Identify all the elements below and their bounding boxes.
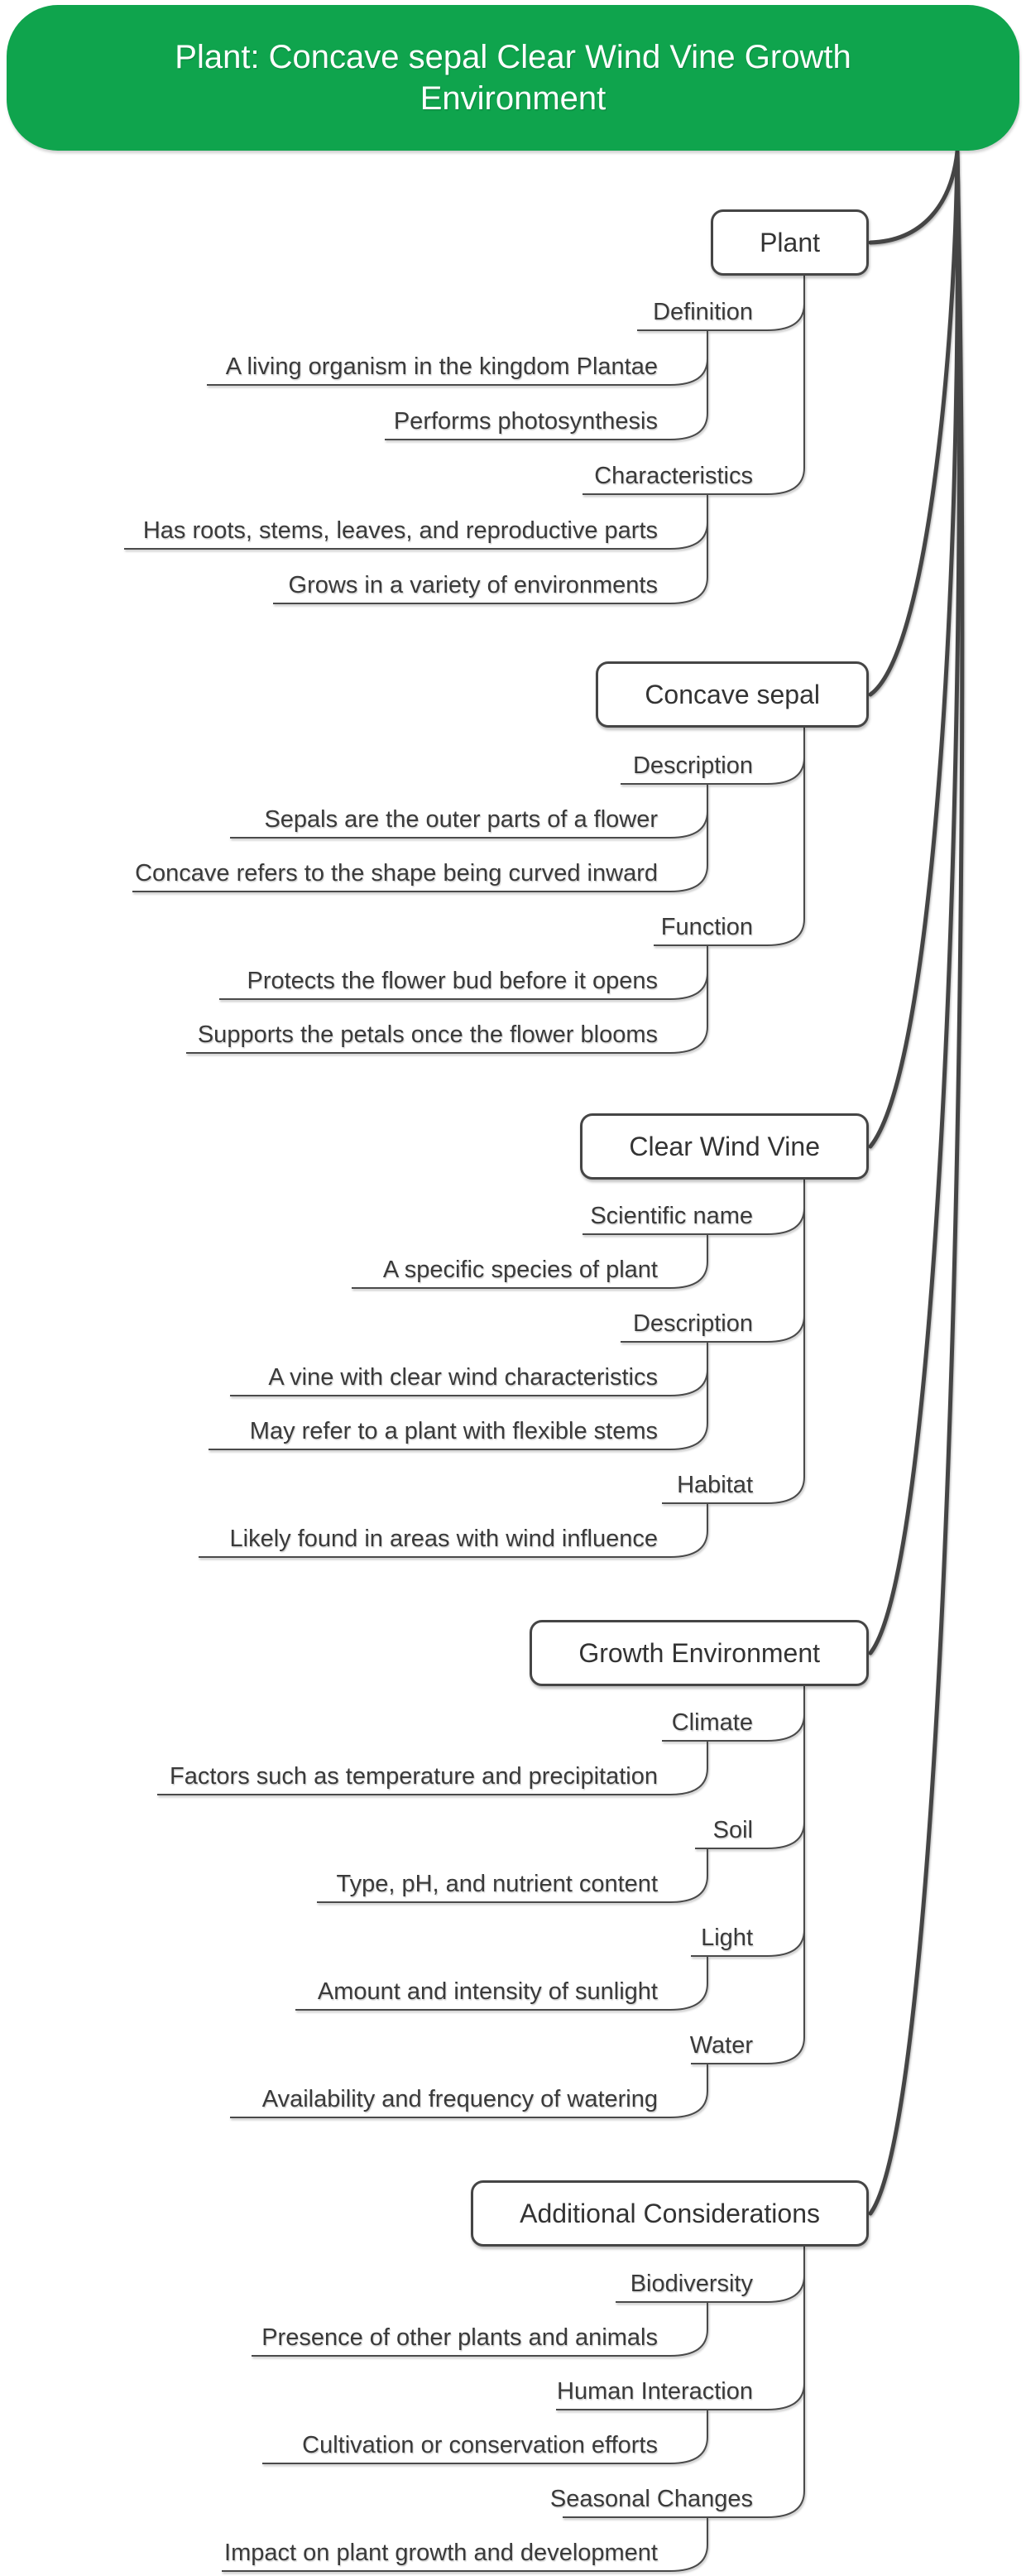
subtopic-scientific-name: Scientific name [590, 1203, 753, 1229]
leaf-label: Protects the flower bud before it opens [247, 968, 658, 994]
wires-concave-sepal [132, 728, 805, 1054]
subtopic-soil: Soil [712, 1817, 753, 1843]
subtopic-biodiversity: Biodiversity [630, 2271, 753, 2297]
leaf-label: Grows in a variety of environments [288, 572, 658, 598]
leaf-label: Supports the petals once the flower bloo… [197, 1021, 658, 1048]
trunk-link-clear-wind-vine [868, 149, 960, 1149]
leaf-label: A specific species of plant [382, 1257, 658, 1283]
leaf-label: A vine with clear wind characteristics [268, 1364, 658, 1391]
trunk-link-plant [868, 149, 960, 245]
branch-node-clear-wind-vine: Clear Wind Vine [580, 1113, 869, 1180]
branch-node-plant: Plant [711, 209, 869, 276]
trunk-link-additional-considerations [868, 149, 965, 2216]
subtopic-water: Water [689, 2032, 753, 2059]
leaf-label: Cultivation or conservation efforts [302, 2432, 658, 2458]
subtopic-description-cwv: Description [632, 1310, 753, 1337]
subtopic-description: Description [632, 752, 753, 779]
leaf-label: Presence of other plants and animals [261, 2324, 658, 2351]
leaf-label: Concave refers to the shape being curved… [135, 860, 658, 887]
leaf-label: Has roots, stems, leaves, and reproducti… [142, 517, 658, 544]
subtopic-light: Light [701, 1925, 753, 1951]
branch-node-concave-sepal: Concave sepal [596, 661, 869, 728]
leaf-label: Factors such as temperature and precipit… [170, 1763, 658, 1790]
subtopic-seasonal-changes: Seasonal Changes [549, 2486, 753, 2512]
leaf-label: Performs photosynthesis [393, 408, 658, 435]
subtopic-characteristics: Characteristics [594, 463, 753, 489]
leaf-label: Amount and intensity of sunlight [317, 1978, 658, 2005]
leaf-label: Sepals are the outer parts of a flower [264, 806, 658, 833]
trunk-link-concave-sepal [868, 149, 960, 697]
leaf-label: Likely found in areas with wind influenc… [229, 1526, 658, 1552]
subtopic-climate: Climate [671, 1709, 753, 1736]
root-title-line1: Plant: Concave sepal Clear Wind Vine Gro… [175, 39, 851, 75]
leaf-label: Impact on plant growth and development [224, 2540, 658, 2566]
subtopic-human-interaction: Human Interaction [557, 2378, 753, 2405]
branch-node-growth-environment: Growth Environment [530, 1620, 869, 1686]
wires-clear-wind-vine [199, 1180, 805, 1558]
subtopic-habitat: Habitat [677, 1472, 753, 1498]
root-title-line2: Environment [420, 80, 606, 117]
wires-growth-environment [157, 1686, 805, 2118]
wires-plant [124, 276, 805, 604]
wires-additional-considerations [222, 2247, 805, 2572]
leaf-label: A living organism in the kingdom Plantae [225, 353, 658, 380]
trunk-links [868, 149, 965, 2216]
subtopic-function: Function [660, 914, 753, 940]
branch-node-additional-considerations: Additional Considerations [471, 2180, 869, 2247]
leaf-label: May refer to a plant with flexible stems [249, 1418, 658, 1444]
subtopic-definition: Definition [653, 299, 753, 325]
leaf-label: Type, pH, and nutrient content [336, 1871, 658, 1897]
leaf-label: Availability and frequency of watering [261, 2086, 658, 2112]
root-node: Plant: Concave sepal Clear Wind Vine Gro… [7, 5, 1019, 151]
